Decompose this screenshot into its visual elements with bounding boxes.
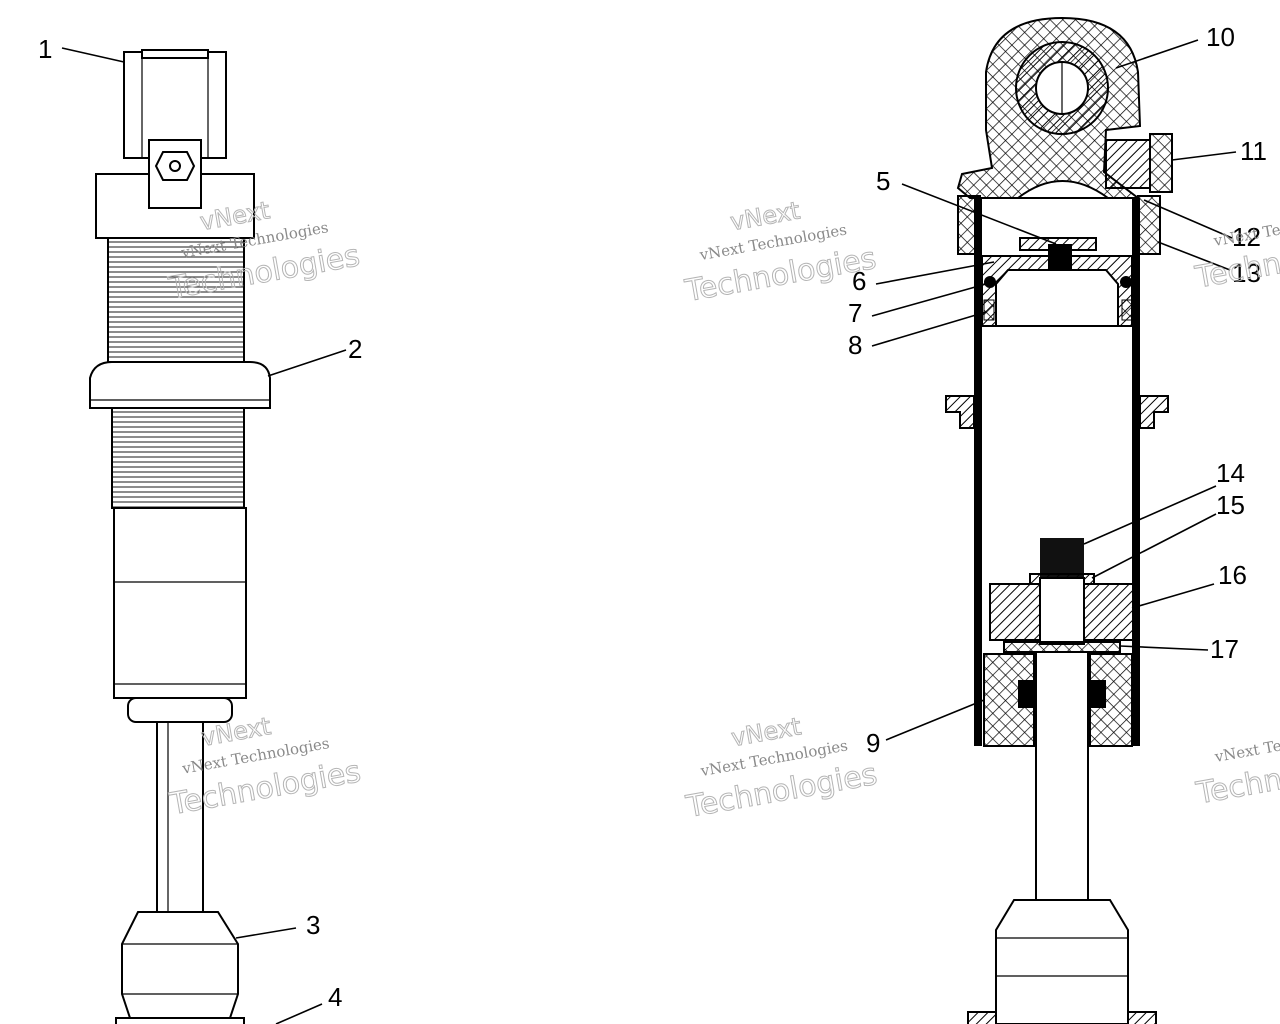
callout-4: 4 [328, 982, 342, 1012]
callout-2: 2 [348, 334, 362, 364]
callout-12: 12 [1232, 222, 1261, 252]
callout-16: 16 [1218, 560, 1247, 590]
seal-head-o-ring [1018, 680, 1034, 708]
nitrogen-valve [1105, 139, 1151, 189]
callout-8: 8 [848, 330, 862, 360]
callout-5: 5 [876, 166, 890, 196]
watermark-top-center: vNext vNext Technologies Technologies [681, 196, 879, 310]
callout-3: 3 [306, 910, 320, 940]
callout-13: 13 [1232, 258, 1261, 288]
threaded-body-upper [107, 237, 245, 363]
callout-1: 1 [38, 34, 52, 64]
piston-o-ring [984, 276, 996, 288]
piston-shaft [156, 721, 204, 913]
valve-cap [1149, 133, 1173, 193]
callout-9: 9 [866, 728, 880, 758]
threaded-body-lower [111, 407, 245, 509]
leader-lines [61, 39, 1237, 1024]
callout-10: 10 [1206, 22, 1235, 52]
watermark-bottom-right: vNext Technologies Technologies [1193, 722, 1280, 812]
piston-wear-band [983, 299, 995, 321]
perch-clip-right [1139, 395, 1169, 429]
bottom-bushing [115, 1017, 245, 1024]
watermark-bottom-center: vNext vNext Technologies Technologies [682, 712, 880, 826]
shock-section-view [945, 16, 1173, 1024]
callout-14: 14 [1216, 458, 1245, 488]
section-bottom-eyelet [995, 899, 1129, 1024]
shim-stack [1003, 641, 1121, 653]
shock-body [113, 507, 247, 699]
callout-7: 7 [848, 298, 862, 328]
svg-text:vNext Technologies: vNext Technologies [1212, 722, 1280, 766]
piston-nut [1040, 538, 1084, 578]
callout-11: 11 [1240, 136, 1267, 166]
cylinder-wall-left [974, 198, 982, 746]
callout-17: 17 [1210, 634, 1239, 664]
lower-bushing-left [967, 1011, 997, 1024]
bottom-eyelet [121, 911, 239, 1024]
svg-text:vNext Technologies: vNext Technologies [1211, 206, 1280, 250]
perch-clip-left [945, 395, 975, 429]
grease-fitting [154, 151, 196, 181]
section-shaft [1035, 651, 1089, 901]
callout-labels: 1 2 3 4 5 6 7 8 9 10 11 12 13 14 15 16 1… [38, 22, 1267, 1012]
lower-bushing-right [1127, 1011, 1157, 1024]
callout-6: 6 [852, 266, 866, 296]
spring-adjuster-ring [89, 361, 271, 409]
shock-exterior-view [89, 49, 271, 1024]
callout-15: 15 [1216, 490, 1245, 520]
cylinder-wall-right [1132, 198, 1140, 746]
seal-cap [127, 697, 233, 723]
